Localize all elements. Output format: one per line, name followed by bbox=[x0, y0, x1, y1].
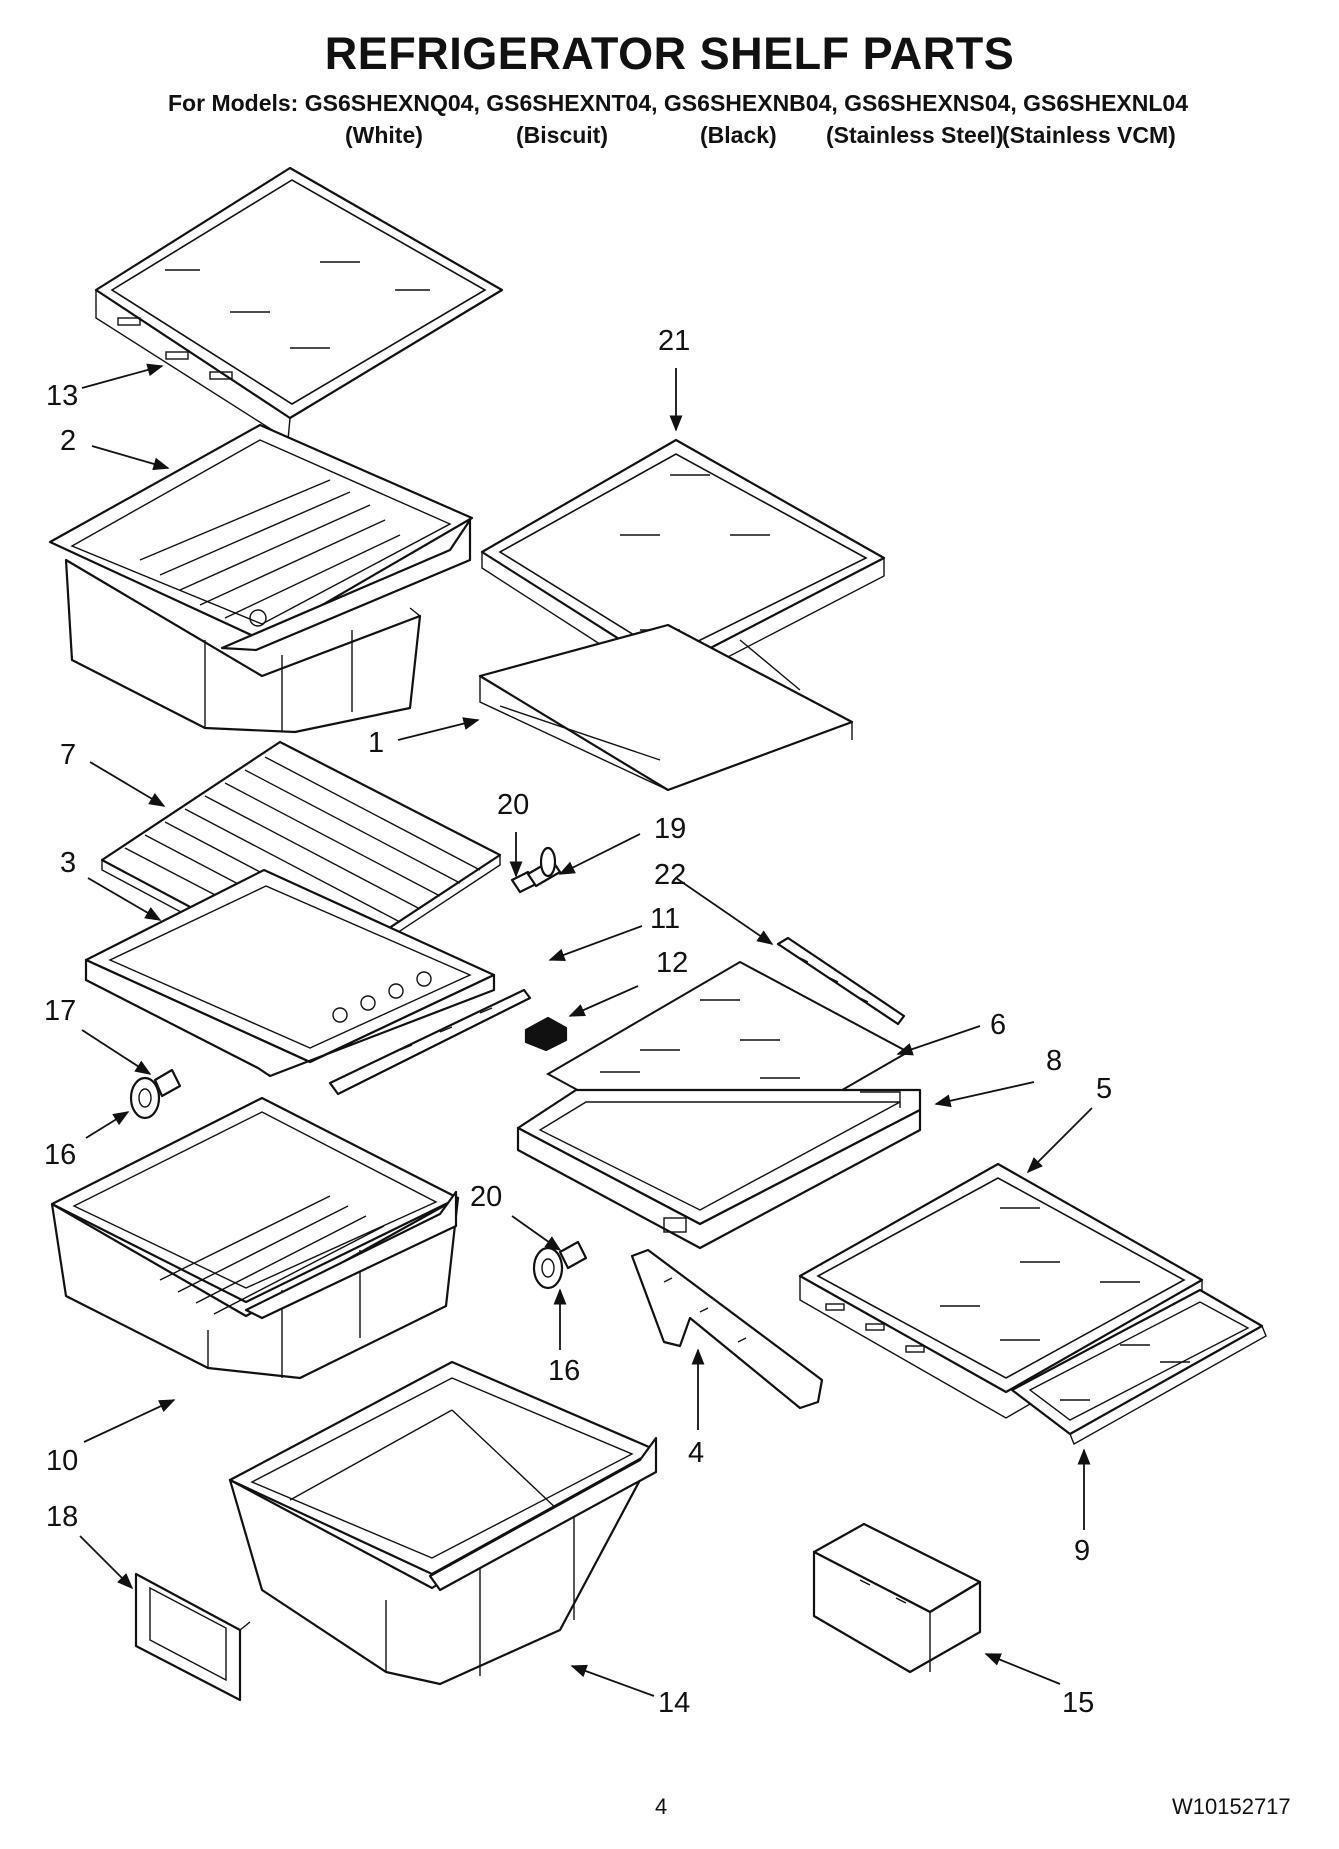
part-3-cover-frame bbox=[84, 868, 496, 1078]
part-9-slide-shelf bbox=[1010, 1288, 1267, 1446]
finish-black: (Black) bbox=[700, 122, 777, 148]
finish-stainless-steel: (Stainless Steel) bbox=[826, 122, 1004, 148]
callout-12: 12 bbox=[656, 947, 688, 979]
part-16-17-rollers-left bbox=[129, 1068, 182, 1120]
callout-2: 2 bbox=[60, 425, 76, 457]
models-line: For Models: GS6SHEXNQ04, GS6SHEXNT04, GS… bbox=[168, 90, 1189, 116]
callout-6: 6 bbox=[990, 1009, 1006, 1041]
callout-4: 4 bbox=[688, 1437, 704, 1469]
part-20-19-fastener-roller bbox=[510, 846, 562, 894]
callout-15: 15 bbox=[1062, 1687, 1094, 1719]
part-11-rail bbox=[328, 988, 532, 1096]
part-10-crisper-drawer bbox=[50, 1096, 460, 1380]
callout-19: 19 bbox=[654, 813, 686, 845]
part-22-rail bbox=[776, 936, 906, 1026]
callout-5: 5 bbox=[1096, 1073, 1112, 1105]
callout-8: 8 bbox=[1046, 1045, 1062, 1077]
callout-20b: 20 bbox=[470, 1181, 502, 1213]
callout-16b: 16 bbox=[548, 1355, 580, 1387]
callout-7: 7 bbox=[60, 739, 76, 771]
callout-17: 17 bbox=[44, 995, 76, 1027]
callout-14: 14 bbox=[658, 1687, 690, 1719]
part-12-clip bbox=[524, 1016, 568, 1052]
callout-18: 18 bbox=[46, 1501, 78, 1533]
leader-lines bbox=[79, 363, 1093, 1697]
part-1-shelf-frame bbox=[478, 623, 854, 792]
part-13-glass-shelf bbox=[94, 166, 504, 442]
part-2-crisper-drawer bbox=[48, 423, 474, 734]
document-id: W10152717 bbox=[1172, 1794, 1291, 1819]
callout-9: 9 bbox=[1074, 1535, 1090, 1567]
part-18-label bbox=[134, 1572, 251, 1702]
callout-10: 10 bbox=[46, 1445, 78, 1477]
finish-biscuit: (Biscuit) bbox=[516, 122, 608, 148]
finish-stainless-vcm: (Stainless VCM) bbox=[1002, 122, 1176, 148]
callout-13: 13 bbox=[46, 380, 78, 412]
finish-white: (White) bbox=[345, 122, 423, 148]
callout-3: 3 bbox=[60, 847, 76, 879]
page-number: 4 bbox=[655, 1794, 668, 1819]
part-21-glass-shelf bbox=[480, 438, 886, 689]
part-15-door-bin bbox=[812, 1522, 982, 1674]
part-8-crisper-frame bbox=[516, 1088, 922, 1250]
part-14-crisper-drawer bbox=[228, 1360, 658, 1686]
callout-11: 11 bbox=[650, 903, 680, 935]
callout-16a: 16 bbox=[44, 1139, 76, 1171]
part-4-bracket bbox=[630, 1248, 824, 1410]
part-5-glass-shelf bbox=[798, 1162, 1204, 1419]
callout-1: 1 bbox=[368, 727, 384, 759]
page-title: REFRIGERATOR SHELF PARTS bbox=[324, 28, 1015, 79]
callout-22: 22 bbox=[654, 859, 686, 891]
callout-21: 21 bbox=[658, 325, 690, 357]
callout-20a: 20 bbox=[497, 789, 529, 821]
